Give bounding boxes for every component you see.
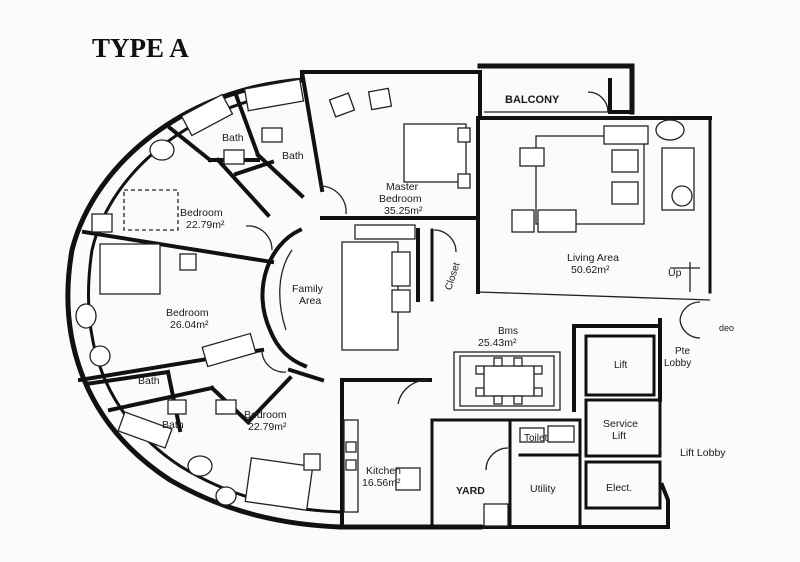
master-bedroom-label-2: Bedroom (379, 193, 422, 205)
bedroom-upper-area: 22.79m² (186, 219, 225, 231)
service-lift-shaft (584, 398, 662, 458)
bedroom-lower-label: Bedroom (244, 409, 287, 421)
family-area-label-2: Area (299, 295, 321, 307)
kitchen-area: 16.56m² (362, 477, 401, 489)
family-area-structure (260, 224, 416, 369)
pte-lobby-label: Pte (675, 346, 690, 357)
pte-lobby-label-2: Lobby (664, 358, 691, 369)
bath-top-left-label: Bath (222, 132, 244, 144)
dining-label: Bms (498, 326, 518, 337)
master-bed (403, 123, 467, 183)
bedroom-mid-area: 26.04m² (170, 319, 209, 331)
bedroom-upper-label: Bedroom (180, 207, 223, 219)
deo-label: deo (719, 323, 734, 333)
living-area-size: 50.62m² (571, 264, 610, 276)
lift-label: Lift (614, 360, 628, 371)
bedroom-furniture (75, 87, 471, 511)
lift-lobby-label: Lift Lobby (680, 447, 726, 459)
bedroom-bed-mid (99, 243, 161, 295)
up-label: Up (668, 267, 682, 279)
plan-title: TYPE A (92, 33, 189, 63)
bath-lower-left-label: Bath (138, 375, 160, 387)
bedroom-lower-area: 22.79m² (248, 421, 287, 433)
dining-area (453, 351, 561, 411)
bedroom-bed-lower (244, 457, 314, 511)
service-lift-label-2: Lift (612, 430, 626, 442)
living-area-label: Living Area (567, 252, 619, 264)
toilet-label: Toilet (524, 433, 548, 444)
balcony-label: BALCONY (505, 94, 560, 106)
kitchen-island (341, 241, 399, 351)
yard-label: YARD (456, 485, 485, 497)
outer-walls (65, 63, 712, 530)
master-bedroom-area: 35.25m² (384, 205, 423, 217)
bath-fixtures (117, 78, 575, 449)
family-area-label: Family (292, 283, 324, 295)
utility-label: Utility (530, 483, 556, 495)
bath-lower-right-label: Bath (162, 419, 184, 431)
service-lift-label: Service (603, 418, 638, 430)
bedroom-mid-label: Bedroom (166, 307, 209, 319)
master-bedroom-label: Master (386, 181, 419, 193)
dining-area-size: 25.43m² (478, 337, 517, 349)
living-area-furniture (511, 119, 700, 292)
dining-table (483, 365, 535, 397)
elect-label: Elect. (606, 482, 632, 494)
kitchen-label: Kitchen (366, 465, 401, 477)
room-labels: BALCONY Bath Bath Master Bedroom 35.25m²… (138, 94, 734, 497)
bath-top-right-label: Bath (282, 150, 304, 162)
door-swings (245, 91, 701, 471)
closet-label: Closet (443, 261, 462, 292)
electrical-room (584, 460, 662, 510)
kitchen-fixtures (343, 419, 509, 527)
